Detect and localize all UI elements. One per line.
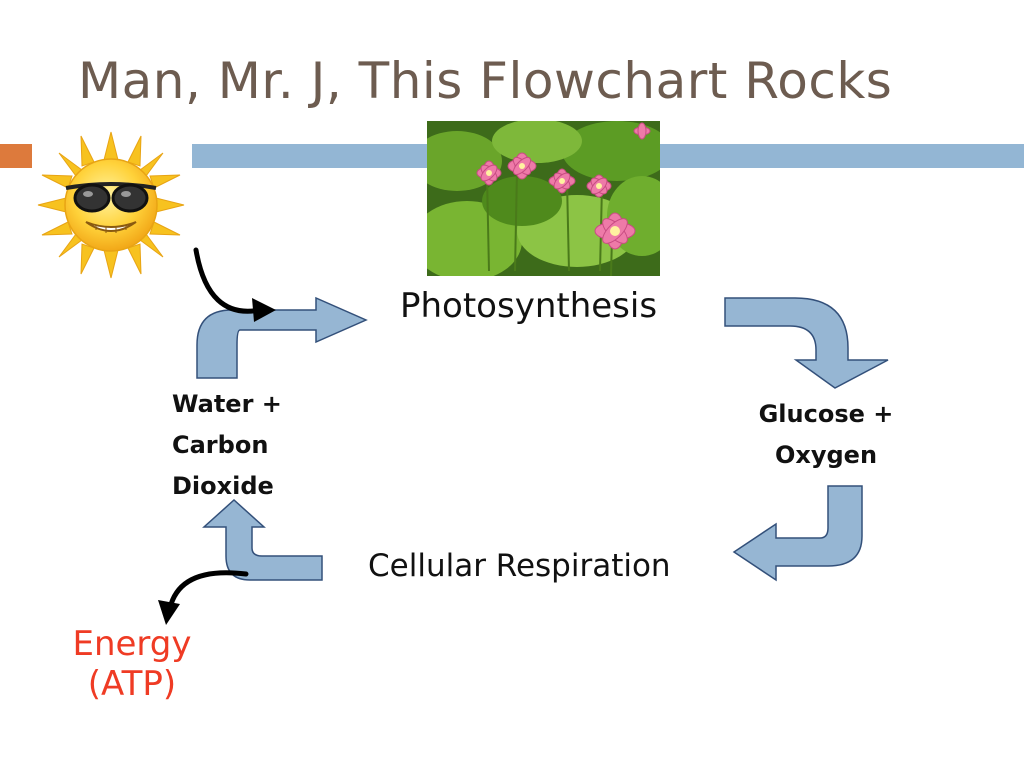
energy-line-1: Energy	[72, 624, 192, 664]
arrow-respiration-to-inputs	[202, 498, 323, 581]
sunglasses	[65, 182, 157, 213]
energy-label: Energy (ATP)	[52, 624, 212, 704]
sun-with-sunglasses-image	[37, 131, 185, 279]
products-line-1: Glucose +	[758, 400, 894, 428]
arrow-products-to-respiration	[732, 485, 863, 582]
slide-title: Man, Mr. J, This Flowchart Rocks	[78, 52, 893, 110]
photosynthesis-label: Photosynthesis	[400, 286, 658, 326]
arrow-inputs-to-photosynthesis	[196, 296, 368, 379]
sunlight-arrowhead	[252, 298, 276, 322]
products-line-2: Oxygen	[774, 441, 878, 469]
inputs-line-2: Carbon	[172, 431, 269, 459]
energy-line-2: (ATP)	[87, 664, 177, 704]
inputs-line-1: Water +	[172, 390, 282, 418]
inputs-line-3: Dioxide	[172, 472, 274, 500]
products-label: Glucose + Oxygen	[738, 394, 914, 476]
energy-arrow	[167, 570, 249, 611]
inputs-label: Water + Carbon Dioxide	[172, 384, 282, 507]
accent-band-orange	[0, 144, 32, 168]
energy-arrowhead	[158, 600, 180, 625]
sunlight-arrow	[193, 247, 263, 314]
arrow-photosynthesis-to-products	[724, 297, 889, 389]
cellular-respiration-label: Cellular Respiration	[368, 548, 671, 584]
lotus-flowers-image	[427, 121, 660, 276]
